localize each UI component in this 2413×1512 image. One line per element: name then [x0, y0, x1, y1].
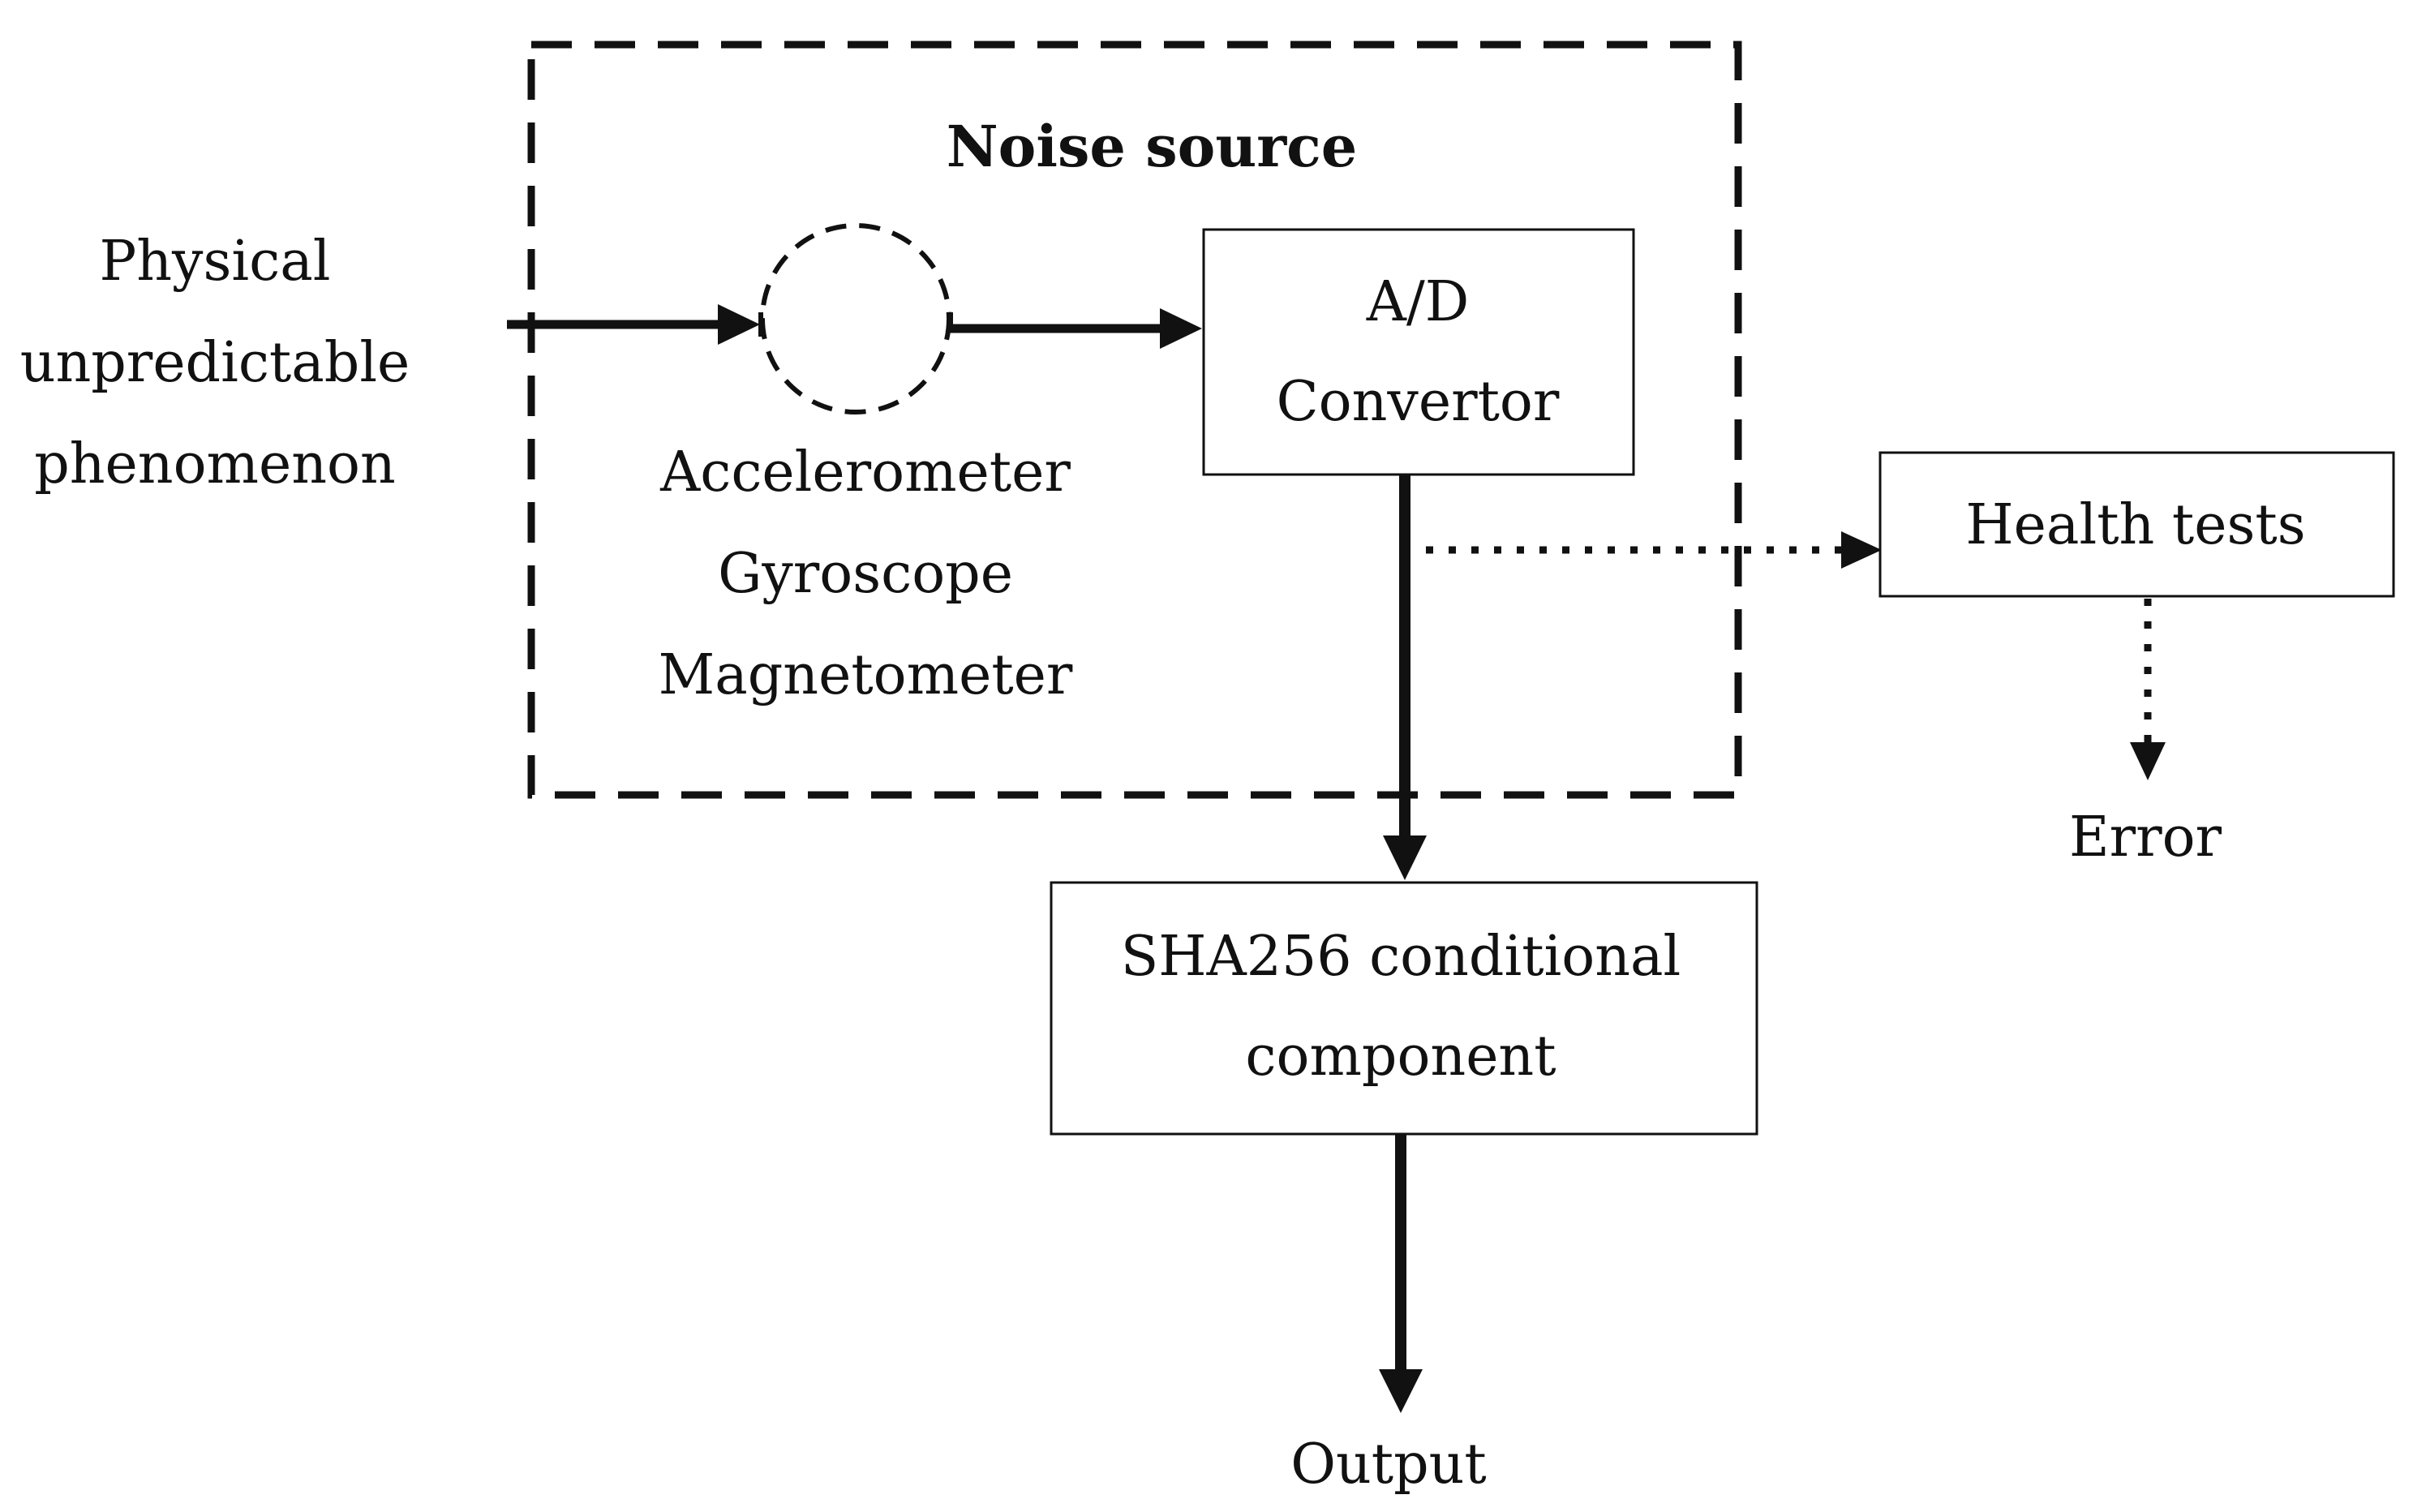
- conditioning-label-line-2: component: [1245, 1024, 1556, 1089]
- health-tests-box: [1878, 451, 2395, 598]
- noise-source-boundary: [527, 41, 1742, 799]
- adc-box: [1202, 228, 1635, 476]
- input-label-line-1: Physical: [100, 230, 331, 294]
- sensor-circle: [760, 223, 951, 415]
- adc-to-conditioning-arrowhead: [1383, 835, 1427, 880]
- health-to-error-arrowhead: [2130, 742, 2166, 780]
- adc-label-line-1: A/D: [1366, 270, 1470, 334]
- input-label-line-3: phenomenon: [34, 432, 396, 496]
- sensor-label-magnetometer: Magnetometer: [659, 643, 1073, 707]
- adc-label-line-2: Convertor: [1277, 370, 1560, 434]
- conditioning-box: [1050, 881, 1758, 1136]
- output-label: Output: [1290, 1433, 1487, 1497]
- input-label-line-2: unpredictable: [20, 331, 410, 395]
- conditioning-to-output-arrowhead: [1379, 1369, 1423, 1413]
- noise-source-title: Noise source: [947, 113, 1358, 180]
- sensor-label-gyroscope: Gyroscope: [718, 542, 1013, 606]
- sensor-label-accelerometer: Accelerometer: [659, 440, 1071, 505]
- error-label: Error: [2069, 805, 2222, 870]
- health-tests-label: Health tests: [1965, 493, 2305, 557]
- conditioning-label-line-1: SHA256 conditional: [1121, 925, 1681, 989]
- adc-to-health-arrowhead: [1841, 531, 1882, 569]
- sensor-to-adc-arrowhead: [1160, 308, 1202, 349]
- input-arrowhead: [718, 304, 760, 345]
